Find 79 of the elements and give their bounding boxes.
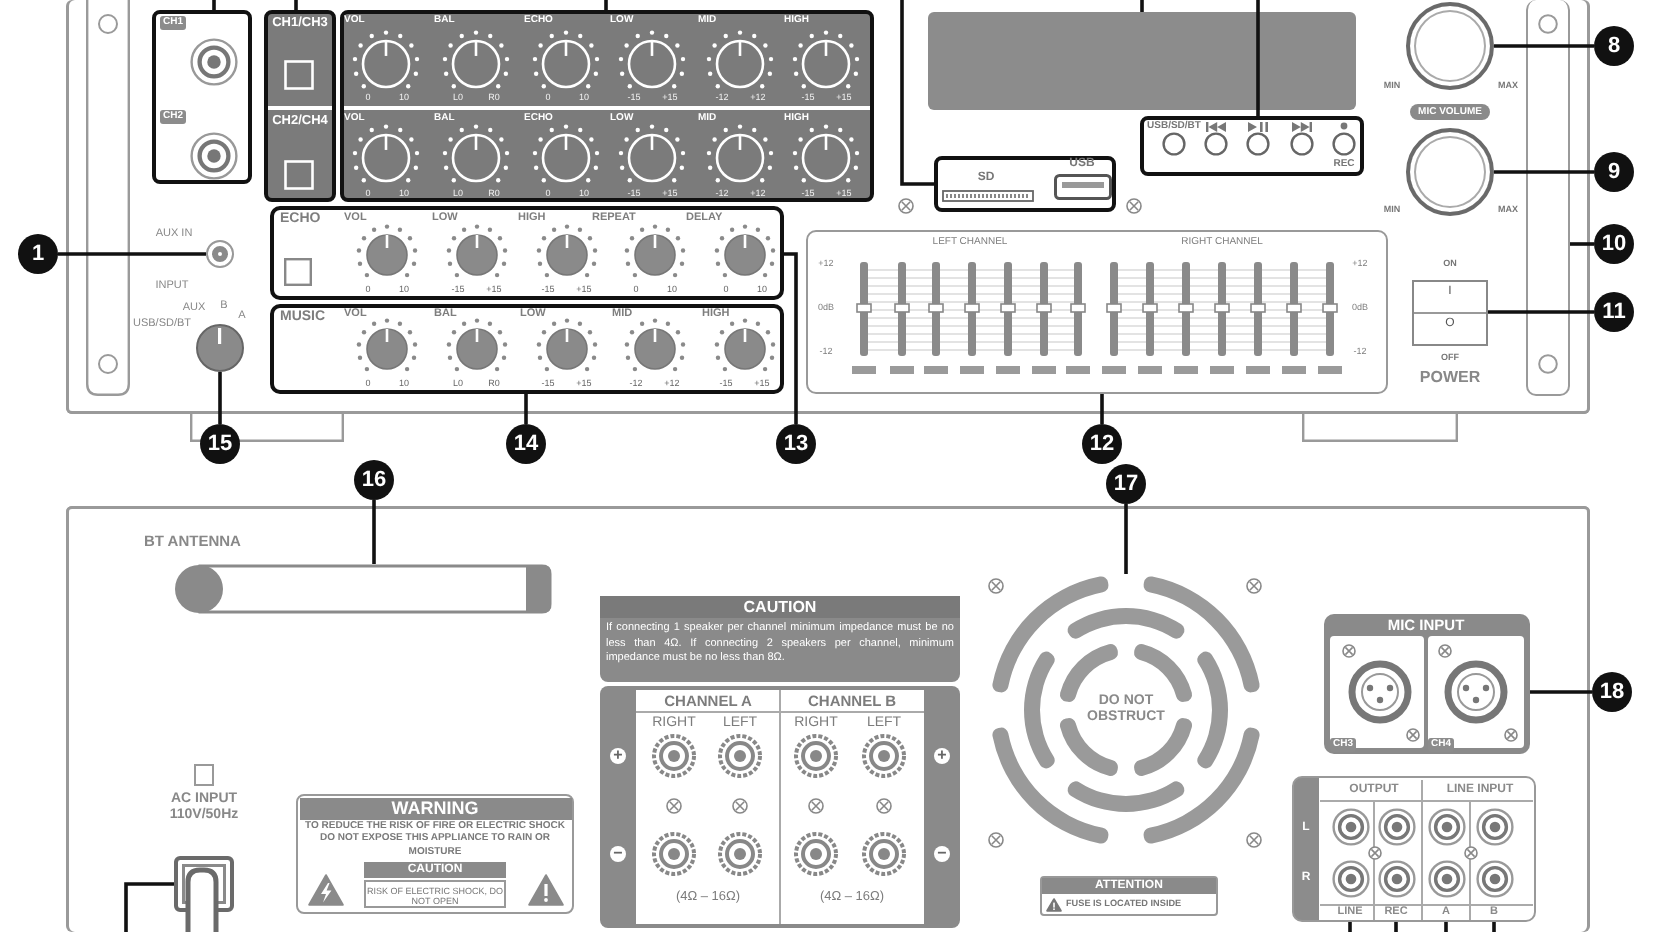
callout-number: 9 <box>1607 161 1621 183</box>
display-screen <box>928 12 1356 110</box>
callout-number: 16 <box>361 469 387 491</box>
speaker-terminal-panel <box>600 686 960 928</box>
callout-marker <box>776 424 816 464</box>
callout-marker <box>18 234 58 274</box>
callout-marker <box>1594 26 1634 66</box>
callout-marker <box>1594 292 1634 332</box>
leader-line <box>124 882 174 932</box>
channel-knob-panel <box>340 10 874 202</box>
leader-line <box>294 0 298 10</box>
knob-tag <box>1410 104 1490 120</box>
leader-line <box>524 394 528 424</box>
media-port-panel <box>934 156 1116 212</box>
warning-heading: WARNING <box>299 797 571 819</box>
input-jack-panel <box>152 10 252 184</box>
callout-number: 10 <box>1601 233 1627 255</box>
aux-jack <box>206 240 234 268</box>
rack-ear <box>1526 0 1570 396</box>
callout-marker <box>354 460 394 500</box>
leader-line <box>1348 922 1352 932</box>
leader-line <box>372 500 376 564</box>
echo-panel <box>270 206 784 300</box>
leader-line <box>1494 170 1594 174</box>
leader-line <box>1492 922 1496 932</box>
callout-number: 15 <box>207 433 233 455</box>
power-switch <box>1412 280 1488 346</box>
leader-line <box>1570 242 1594 246</box>
callout-number: 12 <box>1089 433 1115 455</box>
attention-panel <box>1040 876 1218 916</box>
callout-number: 17 <box>1113 473 1139 495</box>
leader-line <box>1256 0 1260 116</box>
selector-knob <box>196 324 244 372</box>
music-panel <box>270 304 784 394</box>
leader-line <box>784 252 798 424</box>
callout-number: 14 <box>513 433 539 455</box>
callout-number: 8 <box>1607 35 1621 57</box>
leader-line <box>900 0 934 186</box>
front-panel <box>66 0 1590 414</box>
callout-marker <box>1594 224 1634 264</box>
warning-panel <box>296 794 574 914</box>
leader-line <box>1494 44 1594 48</box>
leader-line <box>1124 504 1128 574</box>
leader-line <box>212 0 216 10</box>
callout-marker <box>1082 424 1122 464</box>
volume-knob <box>1406 128 1494 216</box>
leader-line <box>218 372 222 424</box>
caution-panel <box>600 596 960 682</box>
callout-marker <box>1594 152 1634 192</box>
channel-select-panel <box>264 10 336 202</box>
callout-marker <box>1592 672 1632 712</box>
callout-number: 13 <box>783 433 809 455</box>
mic-input-panel <box>1324 614 1530 754</box>
leader-line <box>1444 922 1448 932</box>
antenna <box>174 564 552 614</box>
caution-heading: CAUTION <box>600 596 960 618</box>
callout-number: 18 <box>1599 681 1625 703</box>
leader-line <box>1100 394 1104 424</box>
leader-line <box>1530 690 1592 694</box>
callout-marker <box>1106 464 1146 504</box>
leader-line <box>1488 310 1594 314</box>
callout-number: 1 <box>31 243 45 265</box>
callout-marker <box>200 424 240 464</box>
switch-label: POWER <box>1419 370 1481 386</box>
callout-number: 11 <box>1602 301 1626 323</box>
polarity-sign: + <box>610 748 626 764</box>
leader-line <box>604 0 608 10</box>
equalizer-panel <box>806 230 1388 394</box>
player-button-panel <box>1140 116 1364 176</box>
polarity-sign: − <box>610 846 626 862</box>
leader-line <box>58 252 206 256</box>
polarity-sign: + <box>934 748 950 764</box>
leader-line <box>1394 922 1398 932</box>
rear-panel <box>66 506 1590 932</box>
volume-knob <box>1406 2 1494 90</box>
line-jack-panel <box>1292 776 1536 922</box>
polarity-sign: − <box>934 846 950 862</box>
leader-line <box>1140 0 1144 12</box>
callout-marker <box>506 424 546 464</box>
